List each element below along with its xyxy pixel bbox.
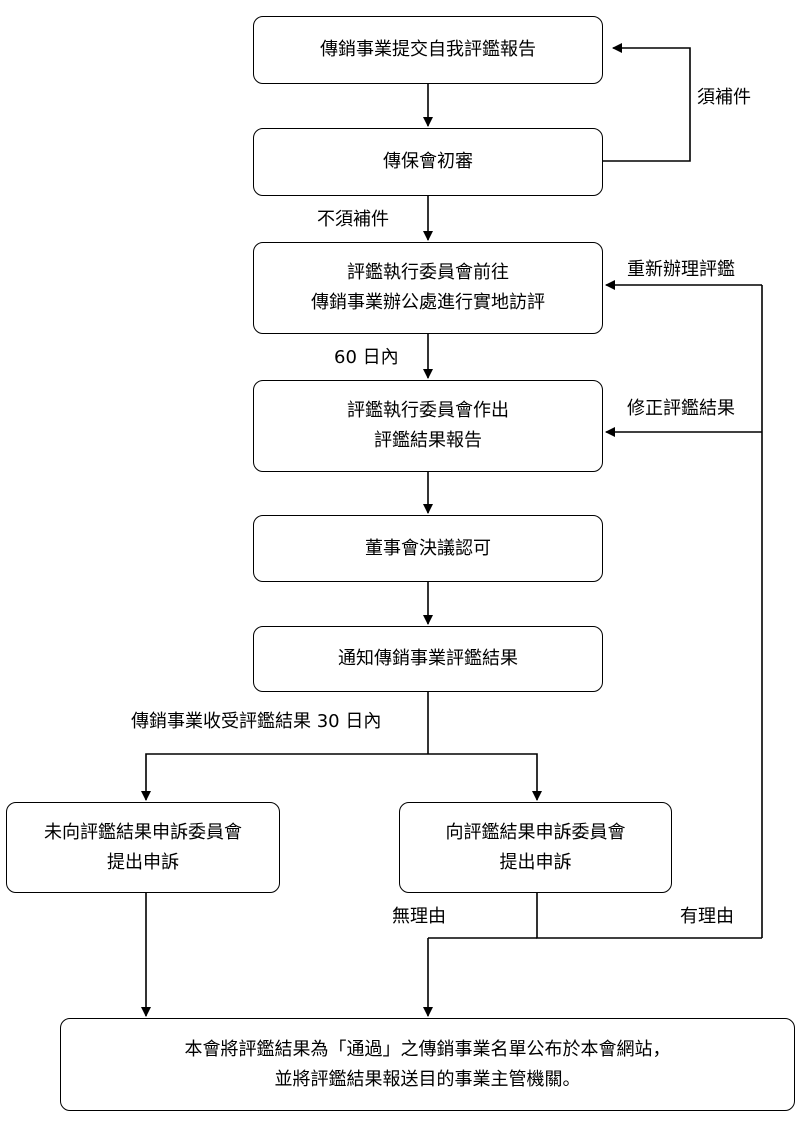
node-publish-results: 本會將評鑑結果為「通過」之傳銷事業名單公布於本會網站， 並將評鑑結果報送目的事業… [60,1018,795,1111]
node-submit-self-evaluation: 傳銷事業提交自我評鑑報告 [253,16,603,84]
node-site-visit-line1: 評鑑執行委員會前往 [347,262,509,283]
arrow-split-to-appeal [428,753,542,801]
node-report-line1: 評鑑執行委員會作出 [347,400,509,421]
loop-supplement-arrow [603,43,691,162]
label-no-reason: 無理由 [392,906,446,927]
node-initial-review: 傳保會初審 [253,128,603,196]
node-notify-text: 通知傳銷事業評鑑結果 [338,648,518,669]
label-no-supplement: 不須補件 [317,209,389,230]
label-needs-supplement: 須補件 [697,87,751,108]
label-within-30-days: 傳銷事業收受評鑑結果 30 日內 [131,711,382,732]
label-re-evaluate: 重新辦理評鑑 [627,259,735,280]
node-notify-result: 通知傳銷事業評鑑結果 [253,626,603,692]
arrow-split-to-no-appeal [141,753,428,801]
node-report-line2: 評鑑結果報告 [374,430,482,451]
node-appeal: 向評鑑結果申訴委員會 提出申訴 [399,802,672,893]
node-evaluation-report: 評鑑執行委員會作出 評鑑結果報告 [253,380,603,472]
label-within-60-days: 60 日內 [334,347,399,368]
label-revise-result: 修正評鑑結果 [627,398,735,419]
node-no-appeal: 未向評鑑結果申訴委員會 提出申訴 [6,802,280,893]
node-board-text: 董事會決議認可 [365,537,491,559]
node-appeal-line1: 向評鑑結果申訴委員會 [445,821,626,843]
node-site-visit-line2: 傳銷事業辦公處進行實地訪評 [311,292,545,313]
label-has-reason: 有理由 [680,906,734,927]
node-publish-line1: 本會將評鑑結果為「通過」之傳銷事業名單公布於本會網站， [184,1038,671,1060]
node-initial-review-text: 傳保會初審 [383,151,473,172]
node-publish-line2: 並將評鑑結果報送目的事業主管機關。 [274,1068,581,1090]
node-no-appeal-line2: 提出申訴 [107,851,179,873]
node-board-approval: 董事會決議認可 [253,515,603,582]
node-no-appeal-line1: 未向評鑑結果申訴委員會 [44,821,242,843]
node-appeal-line2: 提出申訴 [499,851,572,873]
node-site-visit: 評鑑執行委員會前往 傳銷事業辦公處進行實地訪評 [253,242,603,334]
node-submit-text: 傳銷事業提交自我評鑑報告 [320,39,536,60]
